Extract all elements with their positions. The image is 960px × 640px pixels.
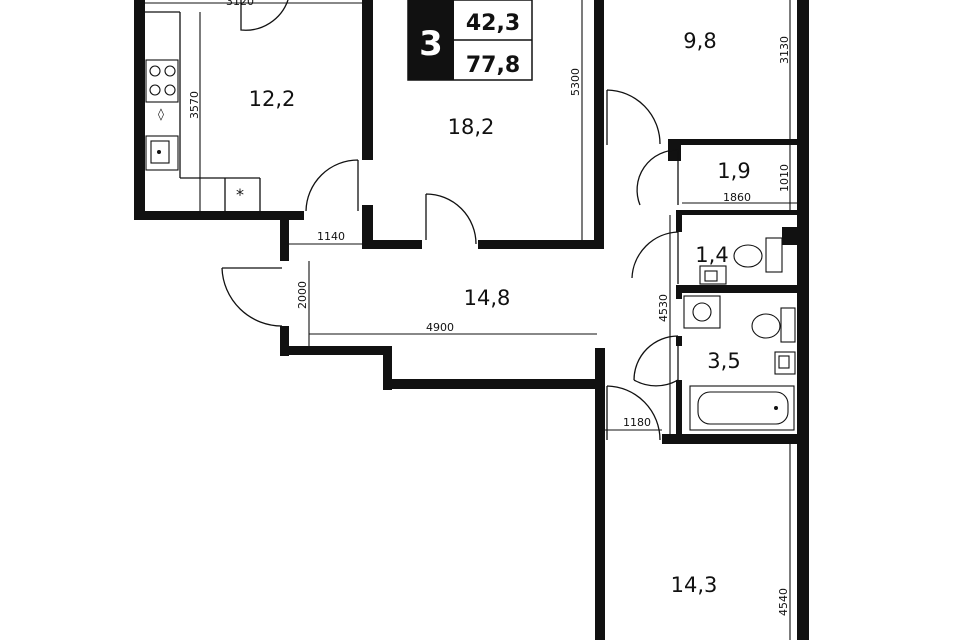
washer-icon — [683, 295, 721, 329]
toilet-icon — [751, 307, 796, 343]
dim-storage-width: 1860 — [723, 191, 751, 204]
dim-living-depth: 5300 — [569, 68, 582, 96]
dim-storage-depth: 1010 — [778, 164, 791, 192]
bathtub-icon — [689, 385, 795, 431]
dim-kitchen-depth: 3570 — [188, 91, 201, 119]
dim-hall-length: 4900 — [426, 321, 454, 334]
bathroom-fixtures — [683, 237, 796, 431]
walls — [134, 0, 809, 640]
dim-bathroom-door: 1180 — [623, 416, 651, 429]
dim-kitchen-width: 3120 — [226, 0, 254, 8]
door-icon — [221, 0, 679, 441]
dim-entry-width: 1140 — [317, 230, 345, 243]
svg-text:◊: ◊ — [158, 107, 164, 121]
area-badge: 3 42,3 77,8 — [407, 0, 533, 81]
boiler-icon: * — [236, 185, 244, 204]
living-area: 42,3 — [466, 11, 520, 36]
room-area-wc: 1,4 — [695, 243, 728, 267]
sink-icon — [699, 265, 727, 285]
svg-text:*: * — [236, 185, 244, 204]
stove-icon — [145, 59, 179, 103]
total-area: 77,8 — [466, 53, 520, 78]
room-area-bathroom: 3,5 — [707, 349, 740, 373]
room-area-living: 18,2 — [448, 115, 495, 139]
room-area-hall: 14,8 — [464, 286, 511, 310]
room-count: 3 — [419, 24, 443, 64]
dim-entry-depth: 2000 — [296, 281, 309, 309]
dim-wet-zone-length: 4530 — [657, 294, 670, 322]
room-area-kitchen: 12,2 — [249, 87, 296, 111]
toilet-icon — [733, 237, 783, 273]
dim-bedroom-top-depth: 3130 — [778, 36, 791, 64]
room-area-bedroom-bottom: 14,3 — [671, 573, 718, 597]
sink-icon — [145, 135, 179, 171]
kitchen-fixtures: * ◊ — [145, 11, 261, 211]
room-area-storage: 1,9 — [717, 159, 750, 183]
dim-bedroom-bottom-depth: 4540 — [777, 588, 790, 616]
room-area-bedroom-top: 9,8 — [683, 29, 716, 53]
dimension-lines — [145, 0, 797, 640]
sink-icon — [774, 351, 796, 375]
